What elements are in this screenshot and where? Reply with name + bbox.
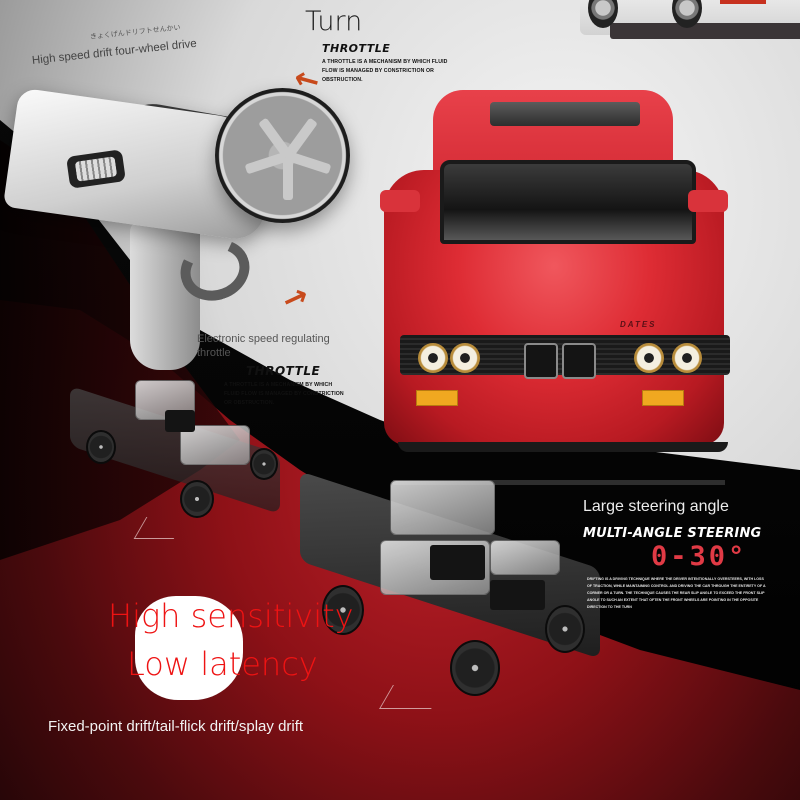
- steering-range: 0-30°: [651, 541, 748, 572]
- steering-caption: Large steering angle: [583, 498, 729, 515]
- throttle-description-mid: A throttle is a mechanism by which fluid…: [224, 382, 344, 406]
- throttle-heading-mid: THROTTLE: [246, 364, 321, 378]
- headlight-icon: [450, 343, 480, 373]
- steering-title: MULTI-ANGLE STEERING: [583, 526, 762, 541]
- rear-bumper: [610, 23, 800, 39]
- red-rc-car-image: DATES: [378, 90, 730, 485]
- fog-light-left: [416, 390, 458, 406]
- drive-caption: High speed drift four-wheel drive: [31, 37, 198, 67]
- tail-light: [720, 0, 766, 4]
- drift-modes-caption: Fixed-point drift/tail-flick drift/splay…: [48, 718, 304, 735]
- fog-light-right: [642, 390, 684, 406]
- white-car-rear-image: [580, 0, 800, 39]
- steering-description: Drifting is a driving technique where th…: [587, 577, 766, 609]
- chassis-large-image: [290, 471, 620, 700]
- remote-controller-image: [0, 80, 360, 370]
- sensitivity-label: High sensitivity: [108, 597, 354, 635]
- latency-label: Low latency: [127, 645, 318, 683]
- side-mirror-right: [688, 190, 728, 212]
- esc-caption: Electronic speed regulating throttle: [197, 333, 330, 359]
- throttle-heading-top: THROTTLE: [322, 42, 391, 55]
- headlight-icon: [418, 343, 448, 373]
- white-highlight-blob: [135, 596, 243, 700]
- bumper-trim: [393, 480, 725, 485]
- kidney-grille-right: [562, 343, 596, 379]
- throttle-description-top: A throttle is a mechanism by which fluid…: [322, 59, 448, 83]
- steering-wheel-icon: [215, 88, 350, 223]
- hood-badge: DATES: [620, 320, 657, 329]
- chassis-small-image: [70, 380, 290, 530]
- kidney-grille-left: [524, 343, 558, 379]
- headlight-icon: [672, 343, 702, 373]
- sunroof: [490, 102, 640, 126]
- front-splitter: [398, 442, 728, 452]
- headlight-icon: [634, 343, 664, 373]
- side-mirror-left: [380, 190, 420, 212]
- japanese-caption: きょくげんドリフトせんかい: [89, 24, 181, 41]
- turn-heading: Turn: [305, 6, 363, 37]
- windshield: [440, 160, 696, 244]
- controller-grip: [130, 220, 200, 370]
